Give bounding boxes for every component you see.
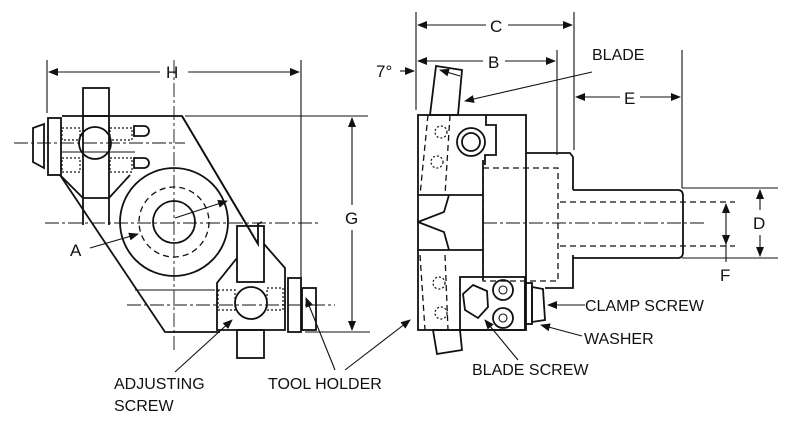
blade-label: BLADE xyxy=(592,47,644,64)
thread-bore-2 xyxy=(109,127,133,141)
blade-pin-4 xyxy=(434,306,448,320)
blade-pin-2 xyxy=(430,155,444,169)
angle-arrow-right xyxy=(439,68,461,77)
dim-g-label: G xyxy=(345,209,358,228)
tool-holder-leader-1 xyxy=(305,297,336,371)
angle-label: 7° xyxy=(376,62,392,81)
right-view: C B 7° E xyxy=(376,12,778,379)
adjusting-screw-circle xyxy=(234,286,268,320)
thread-bore-1 xyxy=(61,127,81,141)
flange-hidden-rect xyxy=(482,167,559,282)
blade-screw-label: BLADE SCREW xyxy=(472,362,589,379)
clamp-nut xyxy=(531,285,546,324)
clamp-screw-lower-inner xyxy=(498,313,508,323)
adjusting-screw-label-1: ADJUSTING xyxy=(114,376,205,393)
head-step xyxy=(484,115,497,165)
body-slant xyxy=(181,115,259,245)
lower-post-bottom xyxy=(236,329,265,359)
post-v-shape xyxy=(59,174,131,199)
washer-leader xyxy=(540,323,583,337)
top-screw-inner xyxy=(461,132,481,152)
left-bolt-head xyxy=(32,122,45,170)
clamp-screw-label: CLAMP SCREW xyxy=(585,298,705,315)
blade-pin-3 xyxy=(432,276,446,290)
upper-bolt-circle xyxy=(78,126,112,160)
blade-bottom xyxy=(431,329,463,356)
flange-bottom xyxy=(545,255,574,289)
dim-c-label: C xyxy=(490,17,502,36)
tool-holder-label: TOOL HOLDER xyxy=(268,376,382,393)
thread-bore-3 xyxy=(61,157,81,173)
dim-a-label: A xyxy=(70,241,82,260)
left-nut xyxy=(47,117,62,176)
lower-thread-1 xyxy=(217,289,236,311)
adjusting-screw-leader xyxy=(174,319,233,373)
washer-label: WASHER xyxy=(584,331,654,348)
lower-thread-2 xyxy=(266,287,284,311)
tool-holder-leader-2 xyxy=(344,319,411,371)
set-screw-2 xyxy=(133,157,150,169)
dim-h-label: H xyxy=(166,63,178,82)
body-bottom-edge xyxy=(59,174,220,333)
thread-bore-4 xyxy=(109,157,133,173)
blade-screw-hex xyxy=(462,283,489,320)
blade-hidden-lines xyxy=(419,114,451,331)
dim-f-label: F xyxy=(720,266,730,285)
tool-holder-nut xyxy=(301,287,317,331)
flange-top xyxy=(526,152,574,190)
left-view: H G A xyxy=(14,60,411,415)
clamp-screw-upper xyxy=(492,279,514,301)
body-top-edge xyxy=(62,115,263,248)
blade-screw-leader xyxy=(484,319,519,361)
lower-post xyxy=(236,225,265,283)
clamp-screw-upper-inner xyxy=(498,285,508,295)
shank xyxy=(573,189,684,259)
blade-top xyxy=(428,64,463,116)
top-post xyxy=(82,87,110,117)
top-screw-outer xyxy=(456,127,486,157)
dim-b-label: B xyxy=(488,53,499,72)
adjusting-screw-label-2: SCREW xyxy=(114,398,174,415)
a-arrow-in xyxy=(89,232,139,249)
dim-e-label: E xyxy=(624,89,635,108)
set-screw-1 xyxy=(133,125,150,137)
clamp-block xyxy=(459,276,526,331)
blade-pin-1 xyxy=(434,125,448,139)
blade-leader xyxy=(464,71,593,103)
clamp-screw-lower xyxy=(492,307,514,329)
dim-d-label: D xyxy=(753,214,765,233)
a-arrow-out xyxy=(174,199,228,219)
v-notch xyxy=(417,194,450,251)
